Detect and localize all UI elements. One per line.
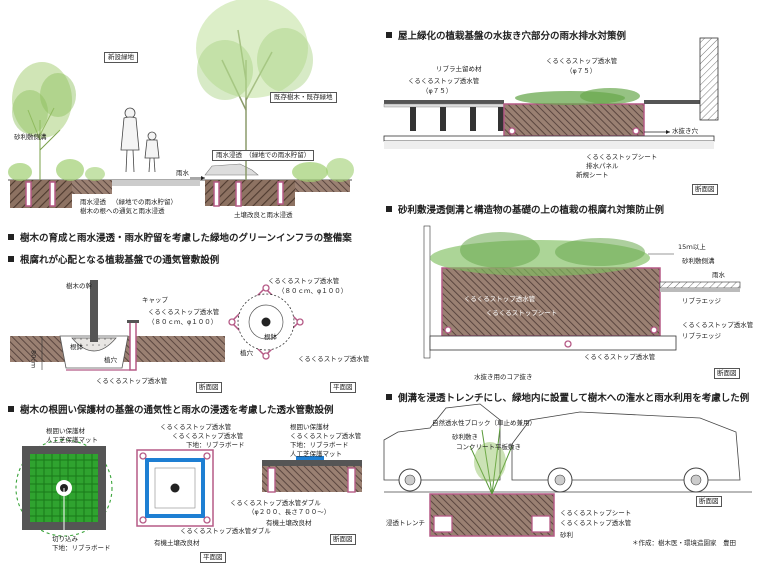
label-pipe-6: くるくるストップ透水管 [560,519,632,527]
label-rain-infiltration: 雨水浸透 [80,198,106,206]
heading-gravel: 砂利敷浸透側溝と構造物の基礎の上の植栽の根腐れ対策防止例 [386,206,664,216]
scene2-section-illustration [10,280,225,371]
label-guard-mat2: 根囲い保護材 [290,423,329,431]
scene6-trench-illustration [383,403,752,537]
label-organic2: 有機土壌改良材 [266,519,312,527]
label-size-right: （φ７５） [566,67,597,75]
label-section-5: 断面図 [714,368,740,379]
label-dim-80: 80cm [29,350,38,369]
label-pipe-inner2: くるくるストップシート [486,309,558,317]
label-concrete: コンクリート平板敷き [456,443,521,451]
label-existing: 既存樹木・既存緑地 [270,92,337,103]
label-plan-pipe-size: （８０ｃｍ、φ１００） [278,287,348,295]
label-plan-pipe2: くるくるストップ透水管 [298,355,370,363]
label-double2: くるくるストップ透水管ダブル [230,499,321,507]
heading-green-infra: 樹木の育成と雨水浸透・雨水貯留を考慮した緑地のグリーンインフラの整備案 [8,234,352,244]
label-plan-2: 平面図 [330,382,356,393]
label-rain-storage2: 雨水浸透 （緑地での雨水貯留） [212,150,315,161]
label-plan-3: 平面図 [200,552,226,563]
label-pipe-right: くるくるストップ透水管 [546,57,618,65]
scene4-rooftop-illustration [383,37,719,149]
heading-rooftop: 屋上緑化の植栽基盤の水抜き穴部分の雨水排水対策例 [386,32,626,42]
label-edge2: リブラエッジ [682,332,721,340]
label-double: くるくるストップ透水管ダブル [180,527,271,535]
label-plan-root: 根鉢 [264,333,277,341]
label-planting-hole: 植穴 [104,356,117,364]
label-pipe75: くるくるストップ透水管 [408,77,480,85]
label-base2: 下地：リブラボード [186,441,245,449]
label-section-6: 断面図 [696,496,722,507]
scene3-guard-illustration [15,439,113,537]
label-core: 水抜き用のコア抜き [474,373,533,381]
label-rainwater: 雨水 [176,169,189,177]
label-gravel2: 砂利 [560,531,573,539]
label-gutter: 砂利敷側溝 [682,257,715,265]
label-guard-mat: 根囲い保護材 [46,427,85,435]
label-edge: リブラエッジ [682,297,721,305]
label-gravel-sheet: 新規シート [576,171,609,179]
label-plan-hole: 植穴 [240,349,253,357]
soil-section [10,180,72,208]
label-pipe-size: （８０ｃｍ、φ１００） [148,318,218,326]
label-pipe-bottom-5: くるくるストップ透水管 [584,353,656,361]
label-organic: 有機土壌改良材 [154,539,200,547]
label-root-ball: 根鉢 [70,343,83,351]
label-pipe: くるくるストップ透水管 [148,308,220,316]
scene5-gravel-illustration [423,225,741,359]
label-base3: 下地：リブラボード [290,441,349,449]
label-drain-panel: 排水パネル [586,162,619,170]
label-block: 自然透水性ブロック（車止め兼用） [432,419,536,427]
heading-guard: 樹木の根囲い保護材の基盤の通気性と雨水の浸透を考慮した透水管敷設例 [8,406,334,416]
label-plan-pipe: くるくるストップ透水管 [268,277,340,285]
label-trench: 浸透トレンチ [386,519,425,527]
label-gravel-6: 砂利敷き [452,433,478,441]
tree-trunk [90,280,98,342]
label-gravel-gutter: 砂利敷側溝 [14,133,47,141]
label-new-green: 新設緑地 [104,52,138,63]
label-rain: 雨水 [712,271,725,279]
label-sheet: くるくるストップシート [586,153,658,161]
label-pipe1: くるくるストップ透水管 [160,423,232,431]
label-base: 下地：リブラボード [52,544,111,552]
scene2-plan-illustration [228,284,304,360]
scene3-section-illustration [262,456,362,493]
label-sheet-6: くるくるストップシート [560,509,632,517]
label-size75: （φ７５） [422,87,453,95]
label-trunk: 樹木の幹 [66,282,92,290]
label-section-4: 断面図 [692,184,718,195]
people-figure [120,107,160,173]
label-cap: キャップ [142,296,168,304]
heading-ventilation: 根腐れが心配となる植栽基盤での通気管敷設例 [8,256,219,266]
label-pipe-bottom: くるくるストップ透水管 [96,377,168,385]
label-pipe-5: くるくるストップ透水管 [682,321,754,329]
label-pipe2: くるくるストップ透水管 [172,432,244,440]
scene1-illustration [8,0,354,208]
label-root-air: 樹木の根への通気と雨水浸透 [80,207,165,215]
scene3-plan-illustration [136,449,214,527]
label-drain-hole: 水抜き穴 [672,127,698,135]
label-turf-mat2: 人工芝保護マット [290,450,342,458]
label-dim-15: 15ｍ以上 [678,243,706,251]
label-rain-storage: （緑地での雨水貯留） [112,198,177,206]
label-section-3: 断面図 [330,534,356,545]
credit: ＊作成：樹木医・環境造園家 豊田 [632,539,736,547]
label-pipe-inner1: くるくるストップ透水管 [464,295,536,303]
label-pipe3: くるくるストップ透水管 [290,432,362,440]
label-turf-mat: 人工芝保護マット [46,436,98,444]
label-double-size: （φ２００、長さ７００～） [248,508,331,516]
label-soil-improve: 土壌改良と雨水浸透 [234,211,293,219]
label-section-2: 断面図 [196,382,222,393]
label-cut: 切り込み [52,535,78,543]
label-ribbed: リブラ土留め材 [436,65,482,73]
heading-trench: 側溝を浸透トレンチにし、緑地内に設置して樹木への潅水と雨水利用を考慮した例 [386,394,749,404]
